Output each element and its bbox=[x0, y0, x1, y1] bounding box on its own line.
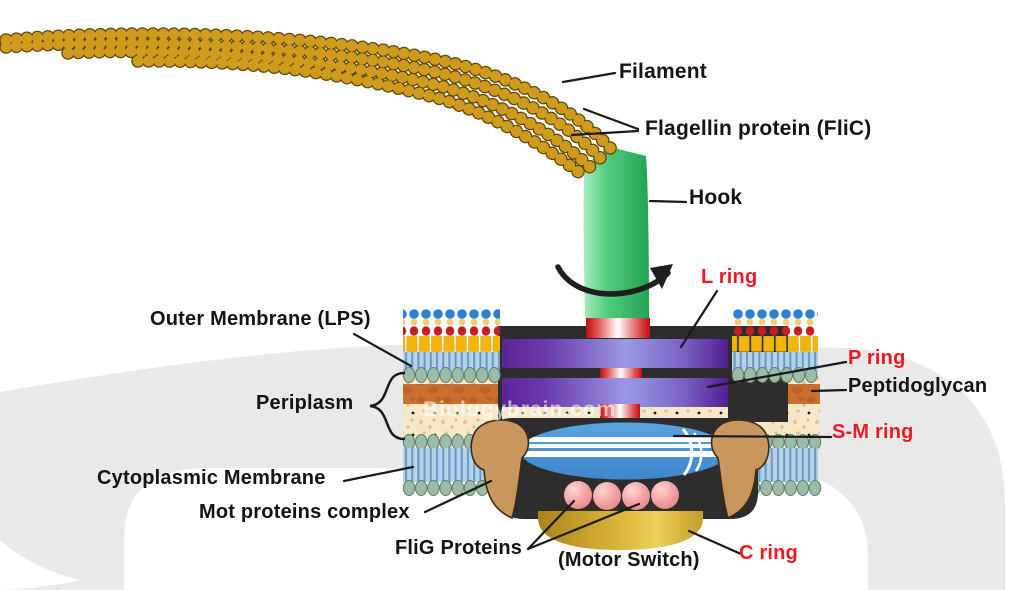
sm-ring-label: S-M ring bbox=[832, 421, 914, 443]
rotation-arrow-icon bbox=[555, 264, 673, 297]
peptidoglycan-label: Peptidoglycan bbox=[848, 375, 988, 397]
flig-proteins bbox=[564, 481, 679, 510]
mot-protein-right bbox=[710, 419, 770, 520]
mot-proteins-label: Mot proteins complex bbox=[199, 501, 410, 523]
flig-proteins-label: FliG Proteins bbox=[395, 537, 523, 559]
p-ring bbox=[502, 378, 728, 407]
motor-switch-label: (Motor Switch) bbox=[558, 549, 700, 571]
mot-protein-left bbox=[470, 419, 530, 520]
l-ring-label: L ring bbox=[701, 266, 758, 288]
c-ring bbox=[538, 511, 703, 550]
watermark: Biologybrain.com bbox=[423, 398, 617, 421]
p-ring-label: P ring bbox=[848, 347, 906, 369]
outer-membrane-right bbox=[731, 308, 818, 383]
leader-lines bbox=[342, 71, 848, 556]
flagellin-label: Flagellin protein (FliC) bbox=[645, 117, 872, 140]
hook bbox=[583, 148, 649, 318]
c-ring-label: C ring bbox=[739, 542, 798, 564]
cytoplasmic-membrane-label: Cytoplasmic Membrane bbox=[97, 467, 326, 489]
outer-membrane-left bbox=[402, 308, 501, 383]
hook-label: Hook bbox=[689, 186, 743, 209]
periplasm-label: Periplasm bbox=[256, 392, 354, 414]
l-ring bbox=[502, 339, 728, 368]
filament-label: Filament bbox=[619, 60, 707, 83]
filament bbox=[6, 34, 611, 177]
outer-membrane-label: Outer Membrane (LPS) bbox=[150, 308, 371, 330]
